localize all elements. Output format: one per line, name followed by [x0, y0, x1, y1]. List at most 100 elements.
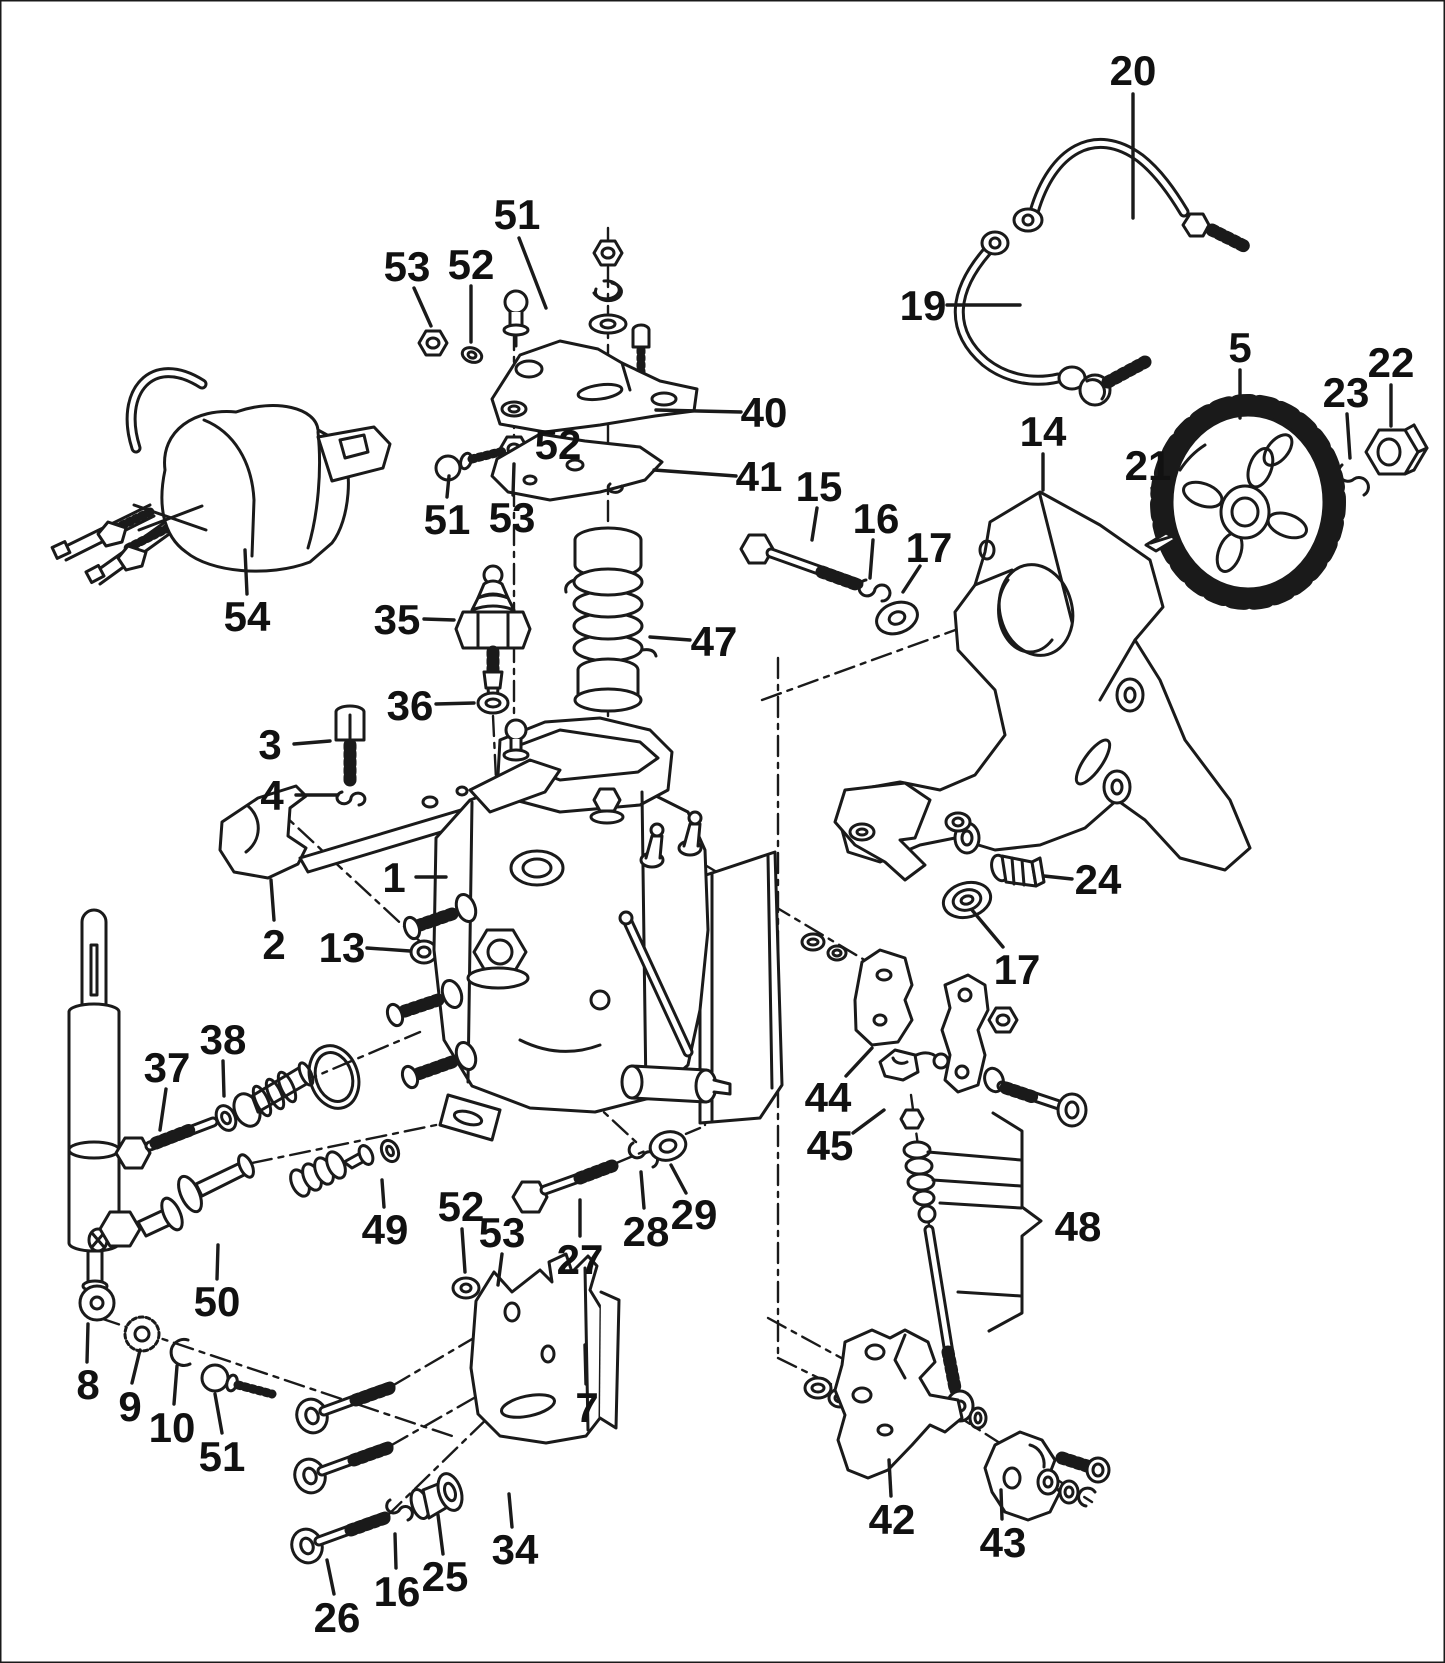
washer-29 — [648, 1130, 688, 1162]
spring-49 — [289, 1150, 347, 1198]
leader-line-17 — [901, 564, 922, 594]
leader-line-24 — [1042, 874, 1074, 881]
small-spring — [902, 1140, 936, 1192]
part-number-49: 49 — [362, 1206, 409, 1253]
leader-line-8 — [85, 1322, 90, 1364]
part-number-5: 5 — [1228, 324, 1251, 371]
brace-48-lines — [926, 1111, 1043, 1333]
leader-line-28 — [639, 1170, 646, 1210]
clamp-link — [878, 1048, 950, 1082]
bolt-26-b — [293, 1441, 395, 1495]
ball-stud-lower — [434, 446, 509, 482]
part-number-22: 22 — [1368, 339, 1415, 386]
fuel-union-1 — [402, 892, 478, 941]
leader-line-42 — [887, 1458, 893, 1498]
leader-line-16 — [868, 538, 875, 580]
part-number-17: 17 — [994, 946, 1041, 993]
part-number-53: 53 — [489, 494, 536, 541]
c-clip-10 — [169, 1337, 192, 1367]
cover-plates-44-45 — [800, 932, 1019, 1094]
bolt-26-c — [290, 1511, 392, 1565]
bracket-41 — [490, 432, 664, 502]
leader-line-51 — [517, 236, 548, 310]
washer-17-lower — [941, 880, 993, 920]
leader-line-44 — [844, 1046, 874, 1078]
part-number-3: 3 — [258, 721, 281, 768]
support-pipe-brackets — [953, 137, 1253, 407]
bracket-40 — [490, 339, 699, 434]
leader-line-43 — [999, 1488, 1004, 1521]
part-number-52: 52 — [448, 241, 495, 288]
part-number-27: 27 — [557, 1236, 604, 1283]
leader-line-9 — [130, 1348, 142, 1385]
part-number-16: 16 — [374, 1568, 421, 1615]
sensor-washer — [476, 691, 510, 715]
part-number-51: 51 — [199, 1433, 246, 1480]
bolt-37 — [114, 1116, 219, 1170]
distributor-hex-fitting — [466, 928, 530, 990]
part-number-8: 8 — [76, 1361, 99, 1408]
leader-line-10 — [172, 1364, 179, 1406]
pump-top-ball-stud — [468, 718, 562, 814]
leader-line-7 — [583, 1343, 588, 1386]
clip-43 — [1077, 1486, 1097, 1508]
leader-line-29 — [669, 1163, 688, 1195]
part-number-20: 20 — [1110, 47, 1157, 94]
pressure-sensor — [454, 564, 532, 702]
sprocket-nut — [1364, 423, 1429, 476]
part-number-52: 52 — [535, 421, 582, 468]
part-number-44: 44 — [805, 1074, 852, 1121]
governor-spring — [564, 526, 658, 713]
clip-4 — [335, 790, 367, 807]
bracket-43 — [983, 1430, 1062, 1522]
spacer-25 — [409, 1472, 464, 1520]
leader-line-40 — [654, 408, 743, 414]
lower-bracket-group — [290, 1252, 621, 1565]
part-number-52: 52 — [438, 1183, 485, 1230]
bolt-27 — [511, 1159, 619, 1214]
bracket-34 — [469, 1252, 621, 1445]
part-number-4: 4 — [260, 772, 284, 819]
vibration-damper — [67, 908, 121, 1322]
part-number-54: 54 — [224, 593, 271, 640]
union-50 — [87, 1153, 255, 1253]
pump-boss — [509, 849, 565, 887]
part-number-40: 40 — [741, 389, 788, 436]
lever-42 — [833, 1328, 964, 1480]
leader-line-15 — [810, 506, 819, 542]
leader-line-3 — [292, 739, 332, 746]
part-number-24: 24 — [1075, 856, 1122, 903]
part-number-16: 16 — [853, 495, 900, 542]
part-number-23: 23 — [1323, 369, 1370, 416]
fuel-union-2 — [385, 978, 464, 1028]
rod-48 — [923, 1224, 975, 1423]
leader-line-13 — [365, 946, 412, 953]
leader-line-26 — [325, 1558, 336, 1596]
leader-line-45 — [851, 1108, 886, 1135]
part-number-25: 25 — [422, 1553, 469, 1600]
damper-washer-9 — [123, 1315, 161, 1353]
washer-52-lower — [451, 1276, 481, 1300]
plug-38 — [232, 1061, 315, 1128]
nut-53-upper — [417, 329, 449, 357]
leader-line-36 — [434, 701, 476, 706]
part-number-9: 9 — [118, 1383, 141, 1430]
part-number-26: 26 — [314, 1594, 361, 1641]
part-number-51: 51 — [424, 496, 471, 543]
washer-mid — [500, 400, 528, 418]
part-number-17: 17 — [906, 524, 953, 571]
part-number-43: 43 — [980, 1519, 1027, 1566]
leader-line-2 — [269, 878, 276, 922]
part-number-47: 47 — [691, 618, 738, 665]
plate-nut — [987, 1006, 1019, 1034]
leader-line-51 — [445, 474, 451, 499]
ball-screw-51 — [200, 1363, 277, 1399]
part-number-41: 41 — [736, 453, 783, 500]
spring-clip — [1337, 463, 1370, 497]
bracket-2 — [218, 784, 308, 880]
leader-line-53 — [496, 1252, 504, 1287]
leader-line-23 — [1345, 412, 1352, 460]
